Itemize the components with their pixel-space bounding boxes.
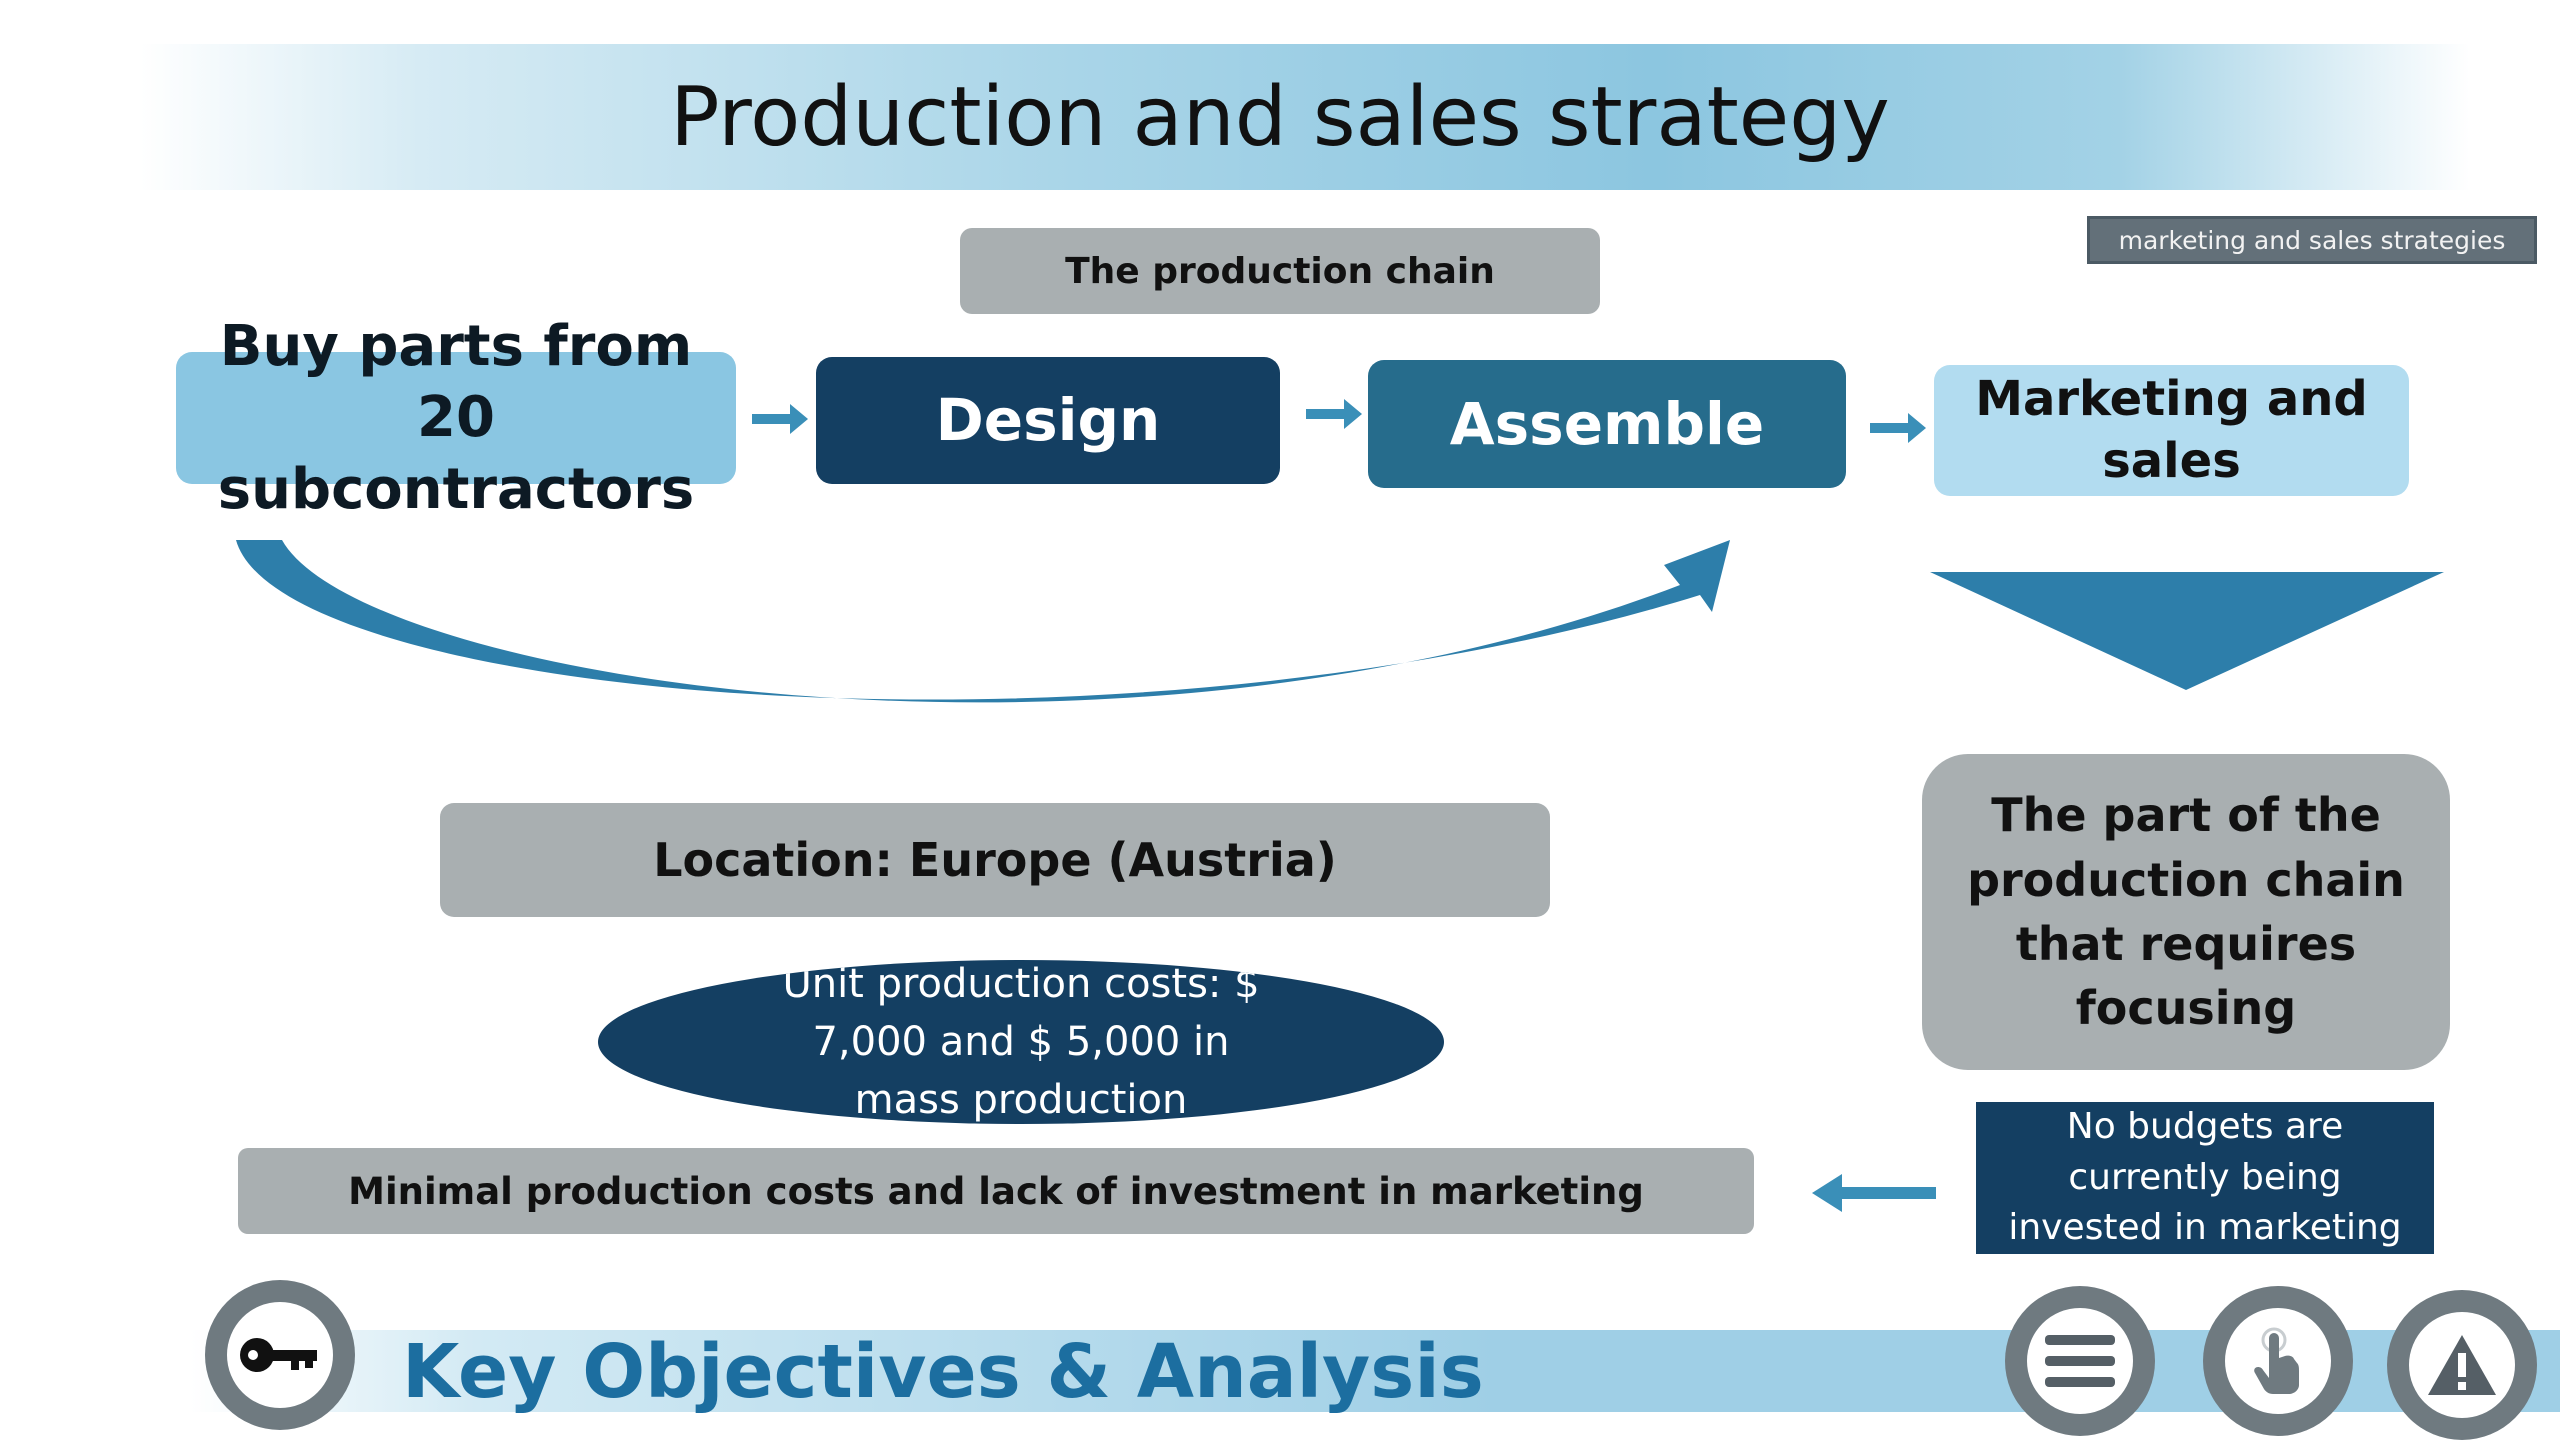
key-button[interactable]: [205, 1280, 355, 1430]
arrow-budget-to-minimal: [1812, 1174, 1936, 1212]
arrow-design-to-assemble: [1306, 399, 1362, 429]
warning-button[interactable]: [2387, 1290, 2537, 1440]
curved-arrow: [236, 540, 1730, 703]
footer-band: [190, 1330, 2560, 1412]
location-box: Location: Europe (Austria): [440, 803, 1550, 917]
page-title: Production and sales strategy: [670, 69, 1890, 165]
touch-button[interactable]: [2203, 1286, 2353, 1436]
key-icon: [240, 1338, 317, 1372]
menu-icon: [2045, 1335, 2115, 1387]
focus-box: The part of the production chain that re…: [1922, 754, 2450, 1070]
minimal-costs-box: Minimal production costs and lack of inv…: [238, 1148, 1754, 1234]
footer-title: Key Objectives & Analysis: [402, 1329, 1484, 1415]
budget-box: No budgets are currently being invested …: [1976, 1102, 2434, 1254]
tag-label: marketing and sales strategies: [2087, 216, 2537, 264]
down-triangle: [1930, 572, 2444, 690]
step-marketing-sales: Marketing and sales: [1934, 365, 2409, 496]
warning-icon: [2428, 1335, 2496, 1395]
menu-button[interactable]: [2005, 1286, 2155, 1436]
production-chain-label: The production chain: [960, 228, 1600, 314]
arrow-assemble-to-marketing: [1870, 413, 1926, 443]
touch-icon: [2254, 1327, 2299, 1394]
step-assemble: Assemble: [1368, 360, 1846, 488]
unit-cost-ellipse: Unit production costs: $ 7,000 and $ 5,0…: [598, 960, 1444, 1124]
title-band: [140, 44, 2470, 190]
arrow-buy-to-design: [752, 404, 808, 434]
step-design: Design: [816, 357, 1280, 484]
